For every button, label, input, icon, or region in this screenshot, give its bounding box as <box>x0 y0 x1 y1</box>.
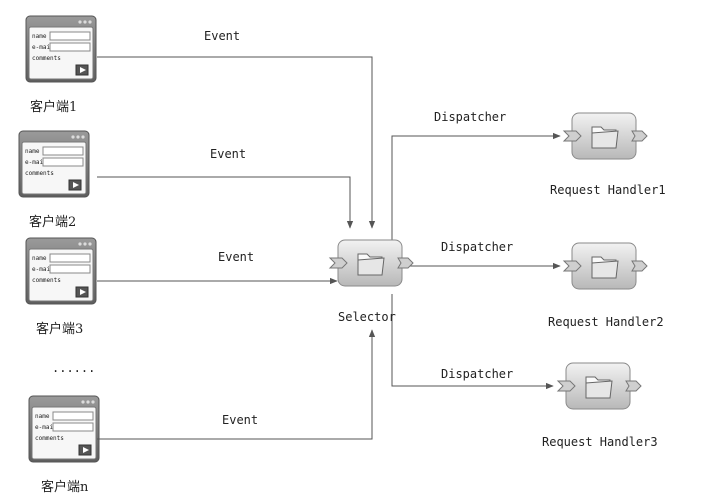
form-label-name: name <box>32 255 47 262</box>
play-icon <box>80 289 86 295</box>
dispatcher-label-2: Dispatcher <box>441 240 513 254</box>
email-field <box>49 264 91 274</box>
name-field <box>42 146 84 156</box>
event-connectors <box>97 56 376 440</box>
client-label-1: 客户端1 <box>30 99 77 115</box>
dispatcher-connectors <box>391 132 561 390</box>
input-port-icon <box>328 257 348 269</box>
handler-label-2: Request Handler2 <box>548 315 664 329</box>
play-icon <box>83 447 89 453</box>
client-window-4: name e-mail comments 客户端n <box>28 395 100 495</box>
form-label-name: name <box>32 33 47 40</box>
form-label-email: e-mail <box>35 424 57 431</box>
output-port-icon <box>631 260 648 272</box>
output-port-icon <box>625 380 642 392</box>
output-port-icon <box>631 130 648 142</box>
form-label-comments: comments <box>32 55 61 62</box>
client-window-3: name e-mail comments 客户端3 <box>25 237 97 337</box>
input-port-icon <box>562 260 582 272</box>
event-line-n <box>97 329 376 440</box>
client-window-1: name e-mail comments 客户端1 <box>25 15 97 115</box>
selector-box <box>328 239 414 287</box>
dispatcher-line-1 <box>391 132 561 240</box>
folder-icon <box>357 253 385 276</box>
name-field <box>49 31 91 41</box>
event-line-2 <box>97 176 354 229</box>
form-label-name: name <box>35 413 50 420</box>
handler-box-1 <box>562 112 648 160</box>
client-label-4: 客户端n <box>41 479 89 495</box>
selector-label: Selector <box>338 310 396 324</box>
client-label-3: 客户端3 <box>36 321 83 337</box>
event-line-1 <box>97 56 376 229</box>
client-window-2: name e-mail comments 客户端2 <box>18 130 90 230</box>
name-field <box>52 411 94 421</box>
event-label-3: Event <box>218 250 254 264</box>
input-port-icon <box>556 380 576 392</box>
client-label-2: 客户端2 <box>29 214 76 230</box>
folder-icon <box>585 376 613 399</box>
form-label-email: e-mail <box>32 44 54 51</box>
handler-box-3 <box>556 362 642 410</box>
handler-box-2 <box>562 242 648 290</box>
form-label-comments: comments <box>35 435 64 442</box>
handler-label-3: Request Handler3 <box>542 435 658 449</box>
email-field <box>49 42 91 52</box>
dispatcher-line-3 <box>391 294 554 390</box>
folder-icon <box>591 256 619 279</box>
output-port-icon <box>397 257 414 269</box>
email-field <box>52 422 94 432</box>
email-field <box>42 157 84 167</box>
dispatcher-label-3: Dispatcher <box>441 367 513 381</box>
form-label-name: name <box>25 148 40 155</box>
form-label-comments: comments <box>32 277 61 284</box>
form-label-comments: comments <box>25 170 54 177</box>
input-port-icon <box>562 130 582 142</box>
event-label-n: Event <box>222 413 258 427</box>
play-icon <box>80 67 86 73</box>
event-label-1: Event <box>204 29 240 43</box>
folder-icon <box>591 126 619 149</box>
clients-ellipsis: ...... <box>52 361 95 375</box>
handler-label-1: Request Handler1 <box>550 183 666 197</box>
form-label-email: e-mail <box>32 266 54 273</box>
event-label-2: Event <box>210 147 246 161</box>
play-icon <box>73 182 79 188</box>
form-label-email: e-mail <box>25 159 47 166</box>
name-field <box>49 253 91 263</box>
dispatcher-label-1: Dispatcher <box>434 110 506 124</box>
